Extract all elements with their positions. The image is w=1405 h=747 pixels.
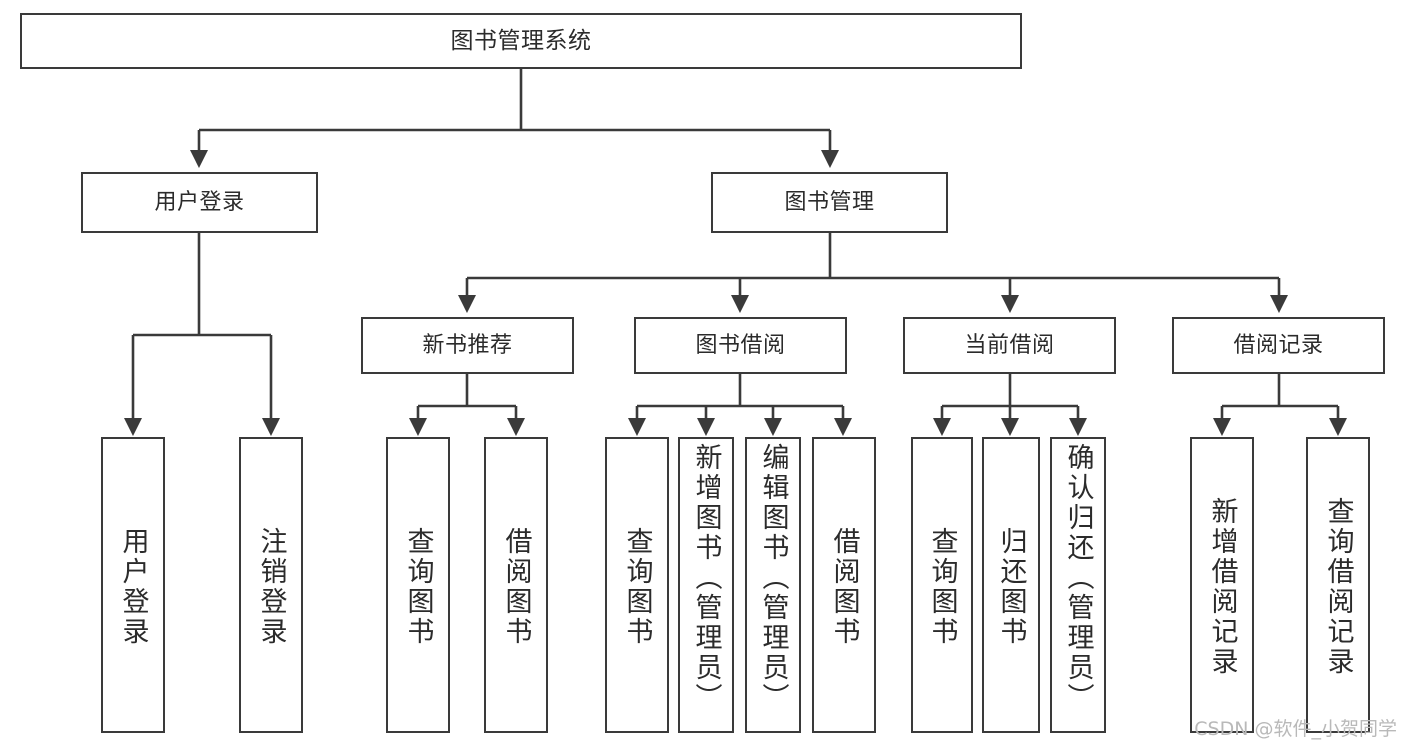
node-borrow-record[interactable]: 借阅记录 (1172, 317, 1385, 374)
node-book-management[interactable]: 图书管理 (711, 172, 948, 233)
node-label: 图书管理 (784, 189, 875, 215)
node-new-book-recommend[interactable]: 新书推荐 (361, 317, 574, 374)
node-label: 新增借阅记录 (1206, 497, 1238, 677)
leaf-book-borrow-query[interactable]: 查询图书 (605, 437, 669, 733)
leaf-book-borrow-borrow[interactable]: 借阅图书 (812, 437, 876, 733)
node-book-borrow[interactable]: 图书借阅 (634, 317, 847, 374)
leaf-new-book-borrow[interactable]: 借阅图书 (484, 437, 548, 733)
node-label: 借阅图书 (500, 527, 532, 647)
node-label: 图书管理系统 (450, 27, 592, 54)
leaf-new-book-query[interactable]: 查询图书 (386, 437, 450, 733)
node-label: 查询图书 (402, 527, 434, 647)
node-label: 查询借阅记录 (1322, 497, 1354, 677)
node-label: 新书推荐 (422, 332, 513, 358)
node-label: 当前借阅 (964, 332, 1055, 358)
node-label: 注销登录 (255, 527, 287, 647)
leaf-current-borrow-query[interactable]: 查询图书 (911, 437, 973, 733)
leaf-user-login-logout[interactable]: 注销登录 (239, 437, 303, 733)
node-current-borrow[interactable]: 当前借阅 (903, 317, 1116, 374)
node-label: 图书借阅 (695, 332, 786, 358)
node-label: 用户登录 (117, 527, 149, 647)
leaf-borrow-record-add[interactable]: 新增借阅记录 (1190, 437, 1254, 733)
leaf-user-login-login[interactable]: 用户登录 (101, 437, 165, 733)
node-label: 借阅图书 (828, 527, 860, 647)
leaf-current-borrow-return[interactable]: 归还图书 (982, 437, 1040, 733)
node-label: 用户登录 (154, 189, 245, 215)
leaf-current-borrow-confirm[interactable]: 确认归还（管理员） (1050, 437, 1106, 733)
node-label: 编辑图书（管理员） (757, 443, 789, 713)
leaf-book-borrow-add[interactable]: 新增图书（管理员） (678, 437, 734, 733)
node-label: 查询图书 (926, 527, 958, 647)
node-root-system[interactable]: 图书管理系统 (20, 13, 1022, 69)
node-label: 归还图书 (995, 527, 1027, 647)
watermark: CSDN @软件_小贺同学 (1194, 718, 1397, 740)
node-label: 查询图书 (621, 527, 653, 647)
leaf-book-borrow-edit[interactable]: 编辑图书（管理员） (745, 437, 801, 733)
node-user-login[interactable]: 用户登录 (81, 172, 318, 233)
node-label: 确认归还（管理员） (1062, 443, 1094, 713)
leaf-borrow-record-query[interactable]: 查询借阅记录 (1306, 437, 1370, 733)
node-label: 借阅记录 (1233, 332, 1324, 358)
node-label: 新增图书（管理员） (690, 443, 722, 713)
